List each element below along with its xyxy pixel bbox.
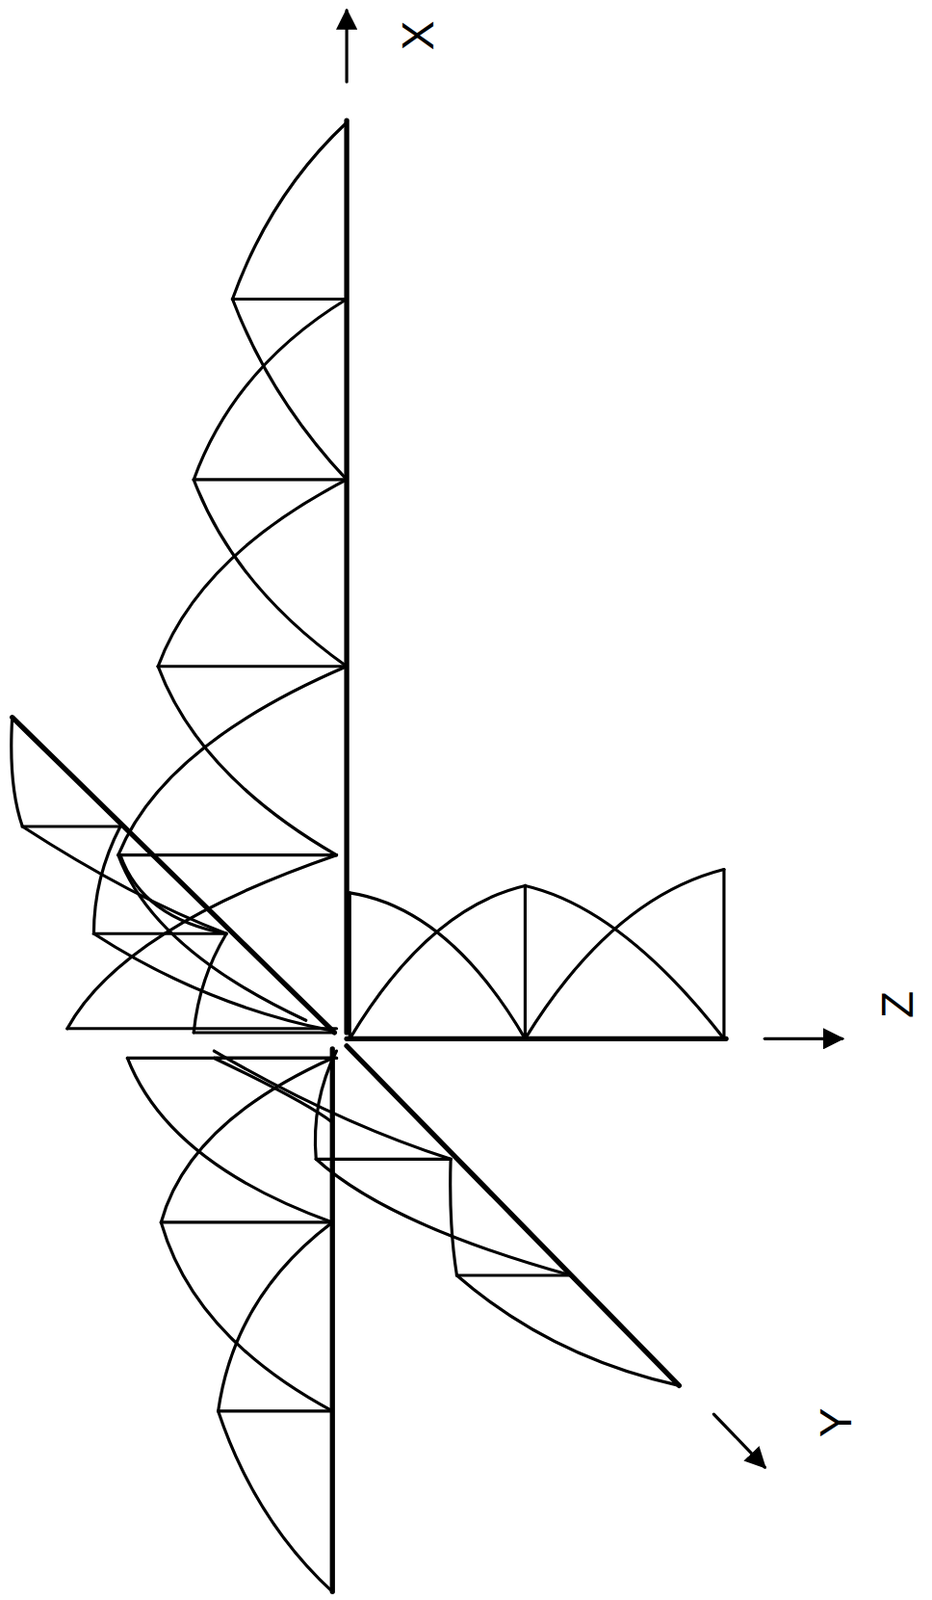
axis-label: Z xyxy=(875,990,920,1018)
axis-label: X xyxy=(395,21,441,52)
axis-label: Y xyxy=(813,1407,858,1438)
